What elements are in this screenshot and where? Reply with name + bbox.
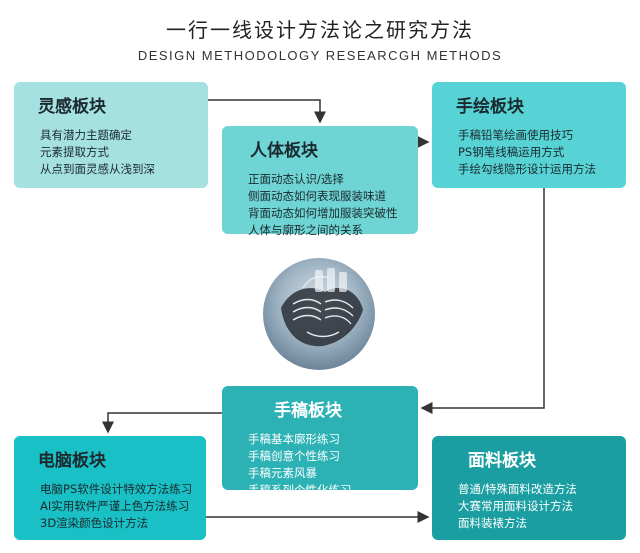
arrow-handdraw-to-draft [420,188,545,414]
inspiration-line: 具有潜力主题确定 [40,128,132,142]
handdraw-line: PS钢笔线稿运用方式 [458,145,565,159]
handdraw-heading: 手绘板块 [456,97,524,117]
draft-heading: 手稿板块 [274,401,342,421]
fabric-line: 大赛常用面料设计方法 [458,499,573,513]
fabric-heading: 面料板块 [468,451,536,471]
handdraw-line: 手稿铅笔绘画使用技巧 [458,128,573,142]
fashion-sculpture-photo [263,258,375,370]
page-title: 一行一线设计方法论之研究方法 [166,18,474,42]
inspiration-box: 灵感板块 具有潜力主题确定 元素提取方式 从点到面灵感从浅到深 [14,82,208,188]
body-line: 侧面动态如何表现服装味道 [248,189,386,203]
computer-line: AI实用软件严谨上色方法练习 [40,499,190,513]
draft-line: 手稿元素风暴 [248,466,317,480]
computer-box: 电脑板块 电脑PS软件设计特效方法练习 AI实用软件严谨上色方法练习 3D渲染颜… [14,436,206,540]
computer-line: 3D渲染颜色设计方法 [40,516,149,530]
body-heading: 人体板块 [250,141,318,161]
handdraw-line: 手绘勾线隐形设计运用方法 [458,162,596,176]
fabric-line: 面料装裱方法 [458,516,527,530]
arrow-inspiration-to-body [208,99,326,124]
inspiration-line: 元素提取方式 [40,145,109,159]
body-line: 人体与廓形之间的关系 [248,223,363,237]
arrow-draft-to-computer [102,412,222,434]
body-line: 正面动态认识/选择 [248,172,344,186]
fashion-sculpture-icon [281,268,363,347]
fabric-box: 面料板块 普通/特殊面料改造方法 大赛常用面料设计方法 面料装裱方法 [432,436,626,540]
body-line: 背面动态如何增加服装突破性 [248,206,398,220]
draft-line: 手稿创意个性练习 [248,449,340,463]
computer-line: 电脑PS软件设计特效方法练习 [40,482,193,496]
body-box: 人体板块 正面动态认识/选择 侧面动态如何表现服装味道 背面动态如何增加服装突破… [222,126,418,237]
inspiration-line: 从点到面灵感从浅到深 [40,162,155,176]
computer-heading: 电脑板块 [38,451,106,471]
fabric-line: 普通/特殊面料改造方法 [458,482,577,496]
draft-box: 手稿板块 手稿基本廓形练习 手稿创意个性练习 手稿元素风暴 手稿系列个性化练习 [222,386,418,497]
draft-line: 手稿基本廓形练习 [248,432,340,446]
draft-line: 手稿系列个性化练习 [248,483,352,497]
page-subtitle: DESIGN METHODOLOGY RESEARCGH METHODS [137,48,503,63]
inspiration-heading: 灵感板块 [38,97,106,117]
handdraw-box: 手绘板块 手稿铅笔绘画使用技巧 PS钢笔线稿运用方式 手绘勾线隐形设计运用方法 [432,82,626,188]
